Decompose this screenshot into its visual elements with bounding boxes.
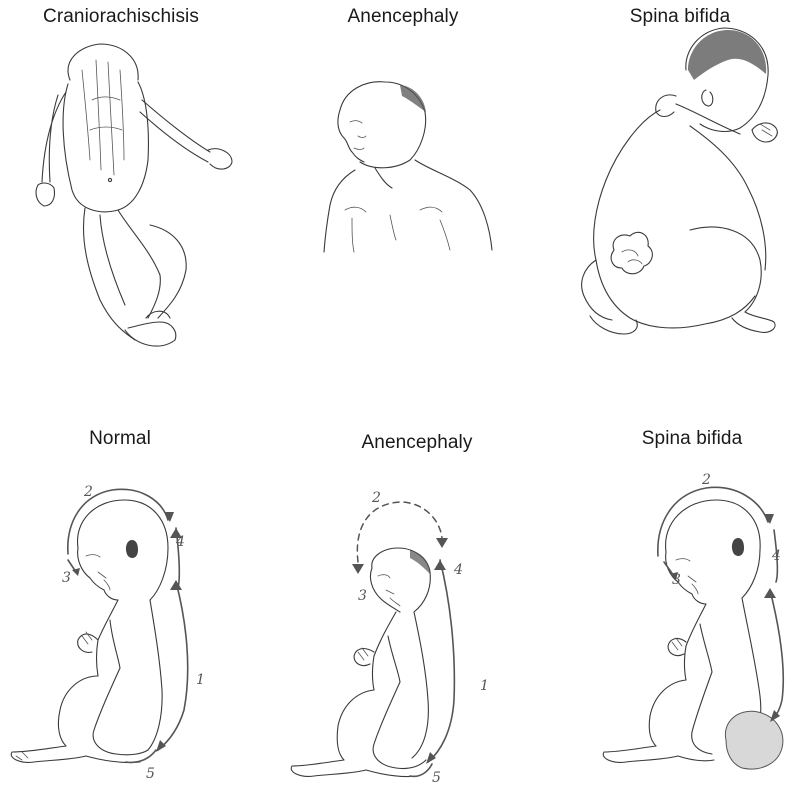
label-5-normal: 5 [146, 766, 155, 782]
hair-patch [400, 85, 426, 112]
spina-bifida-infant-drawing [582, 28, 778, 334]
anencephaly-hair [410, 550, 430, 574]
label-3-spina: 3 [672, 572, 681, 588]
label-1-normal: 1 [196, 672, 205, 688]
spina-bifida-lesion [725, 711, 782, 769]
label-3-normal: 3 [62, 570, 71, 586]
label-3-anencephaly: 3 [358, 588, 367, 604]
label-4-anencephaly: 4 [453, 562, 463, 578]
anencephaly-portrait-drawing [324, 82, 492, 252]
normal-fetus-drawing: 2 3 4 1 5 [11, 484, 205, 782]
label-2-spina: 2 [701, 472, 711, 488]
label-2-normal: 2 [83, 484, 93, 500]
label-4-normal: 4 [175, 534, 185, 550]
label-5-anencephaly: 5 [432, 770, 441, 786]
label-2-anencephaly: 2 [371, 490, 381, 506]
spina-bifida-fetus-drawing: 2 3 4 [603, 472, 783, 769]
arrow-2-anencephaly-dashed [357, 502, 442, 562]
anencephaly-fetus-drawing: 2 3 4 1 5 [291, 490, 489, 786]
normal-ear [126, 540, 138, 558]
label-1-anencephaly: 1 [480, 678, 489, 694]
spina-ear [732, 538, 744, 556]
craniorachischisis-drawing [36, 44, 232, 346]
label-4-spina: 4 [771, 548, 781, 564]
